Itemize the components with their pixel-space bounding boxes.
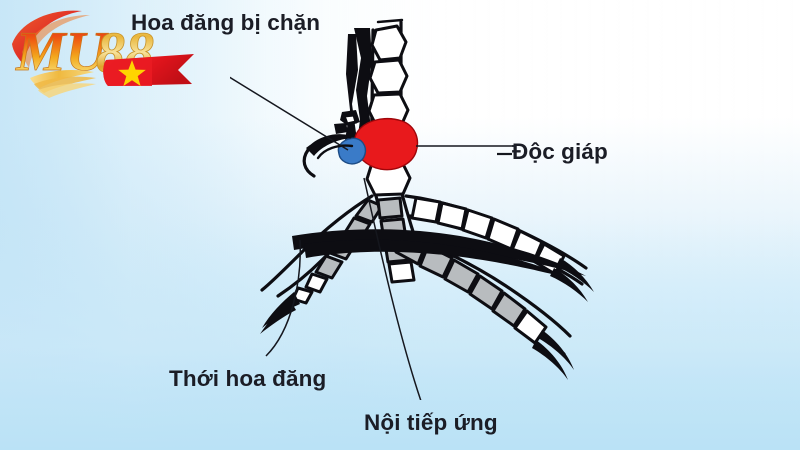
callout-label-doc-giap: Độc giáp bbox=[512, 139, 608, 164]
callout-label-thoi-hoa-dang: Thới hoa đăng bbox=[169, 366, 327, 391]
blue-marker bbox=[337, 137, 367, 165]
back-toe-left bbox=[260, 194, 384, 334]
callout-label-noi-tiep-ung: Nội tiếp ứng bbox=[364, 410, 498, 435]
foot-sole bbox=[292, 229, 586, 278]
mu88-logo[interactable]: MU 88 bbox=[2, 2, 212, 98]
spur-junction-scales bbox=[334, 110, 360, 134]
leader-line-thoi-hoa-dang bbox=[265, 239, 301, 357]
rooster-foot-diagram: .ln { fill:none; stroke:#0d0d12; stroke-… bbox=[230, 0, 650, 400]
leader-line-hoa-dang bbox=[230, 76, 349, 151]
front-toe-right-upper bbox=[404, 194, 594, 302]
leader-line-noi-tiep-ung bbox=[363, 177, 422, 400]
spur bbox=[302, 134, 354, 178]
front-toe-right-lower bbox=[392, 230, 574, 380]
